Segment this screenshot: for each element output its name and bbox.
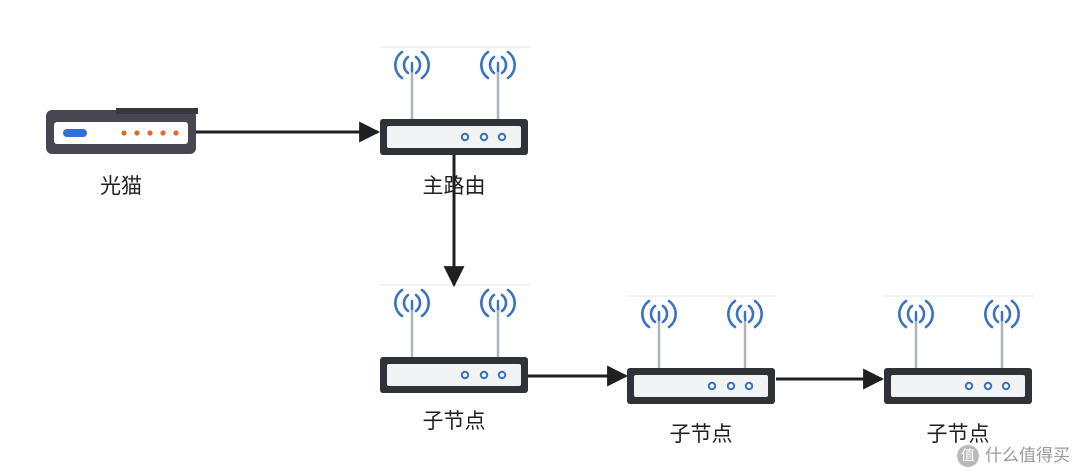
sub-node-2-label: 子节点: [669, 422, 733, 446]
router-icon-main: [380, 47, 530, 155]
watermark-badge: 值: [957, 445, 979, 467]
router-icon-sub-node-2: [627, 296, 777, 404]
watermark-text: 什么值得买: [985, 445, 1070, 466]
main-router-label: 主路由: [422, 174, 486, 198]
sub-node-3-label: 子节点: [926, 422, 990, 446]
router-icon-sub-node-1: [380, 285, 530, 393]
modem-icon: [46, 108, 198, 154]
sub-node-1-label: 子节点: [422, 409, 486, 433]
modem-label: 光猫: [100, 174, 142, 198]
router-icon-sub-node-3: [884, 296, 1034, 404]
watermark: 值 什么值得买: [957, 445, 1070, 467]
